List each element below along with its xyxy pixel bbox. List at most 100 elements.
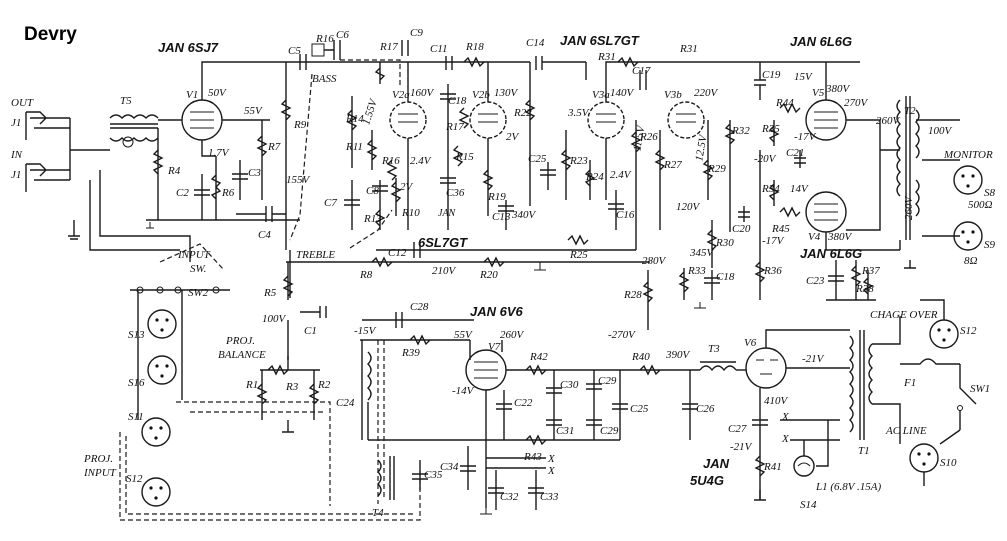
svg-text:C35: C35 bbox=[424, 469, 443, 481]
ac-line: AC LINE S10 bbox=[885, 425, 957, 473]
svg-text:V3b: V3b bbox=[664, 89, 682, 101]
svg-text:T2: T2 bbox=[904, 105, 916, 117]
svg-text:S16: S16 bbox=[128, 377, 145, 389]
svg-text:C24: C24 bbox=[336, 397, 355, 409]
title-v2: 6SL7GT bbox=[418, 235, 468, 250]
svg-text:2V: 2V bbox=[506, 131, 520, 143]
svg-text:120V: 120V bbox=[676, 201, 701, 213]
svg-text:C18: C18 bbox=[716, 271, 735, 283]
svg-text:R20: R20 bbox=[479, 269, 498, 281]
svg-text:BALANCE: BALANCE bbox=[218, 349, 266, 361]
svg-text:C36: C36 bbox=[446, 187, 465, 199]
svg-text:R15: R15 bbox=[455, 151, 474, 163]
svg-text:55V: 55V bbox=[454, 329, 473, 341]
svg-text:MONITOR: MONITOR bbox=[943, 149, 993, 161]
svg-text:C12: C12 bbox=[388, 247, 407, 259]
svg-text:V1: V1 bbox=[186, 89, 198, 101]
svg-text:R44: R44 bbox=[775, 97, 794, 109]
svg-text:R19: R19 bbox=[487, 191, 506, 203]
jack-in: IN J1 bbox=[10, 149, 70, 192]
svg-text:R37: R37 bbox=[861, 265, 880, 277]
svg-text:R16: R16 bbox=[381, 155, 400, 167]
svg-text:R11: R11 bbox=[345, 141, 363, 153]
tube-v3a: V3a 140V 3.5V 2.4V bbox=[567, 87, 635, 181]
switch-sw1: SW1 bbox=[957, 364, 990, 430]
svg-text:R36: R36 bbox=[763, 265, 782, 277]
svg-text:V2a: V2a bbox=[392, 89, 410, 101]
svg-text:R38: R38 bbox=[855, 283, 874, 295]
svg-text:R43: R43 bbox=[523, 451, 542, 463]
svg-text:SW1: SW1 bbox=[970, 383, 990, 395]
svg-text:TREBLE: TREBLE bbox=[296, 249, 335, 261]
svg-text:S8: S8 bbox=[984, 187, 996, 199]
svg-text:R24: R24 bbox=[585, 171, 604, 183]
svg-text:R28: R28 bbox=[623, 289, 642, 301]
svg-text:R40: R40 bbox=[631, 351, 650, 363]
svg-text:T1: T1 bbox=[858, 445, 870, 457]
tube-v2a: V2a 160V 2.4V bbox=[389, 87, 435, 167]
svg-text:R14: R14 bbox=[345, 113, 364, 125]
svg-text:15V: 15V bbox=[794, 71, 813, 83]
svg-text:BASS: BASS bbox=[312, 73, 337, 85]
svg-text:-270V: -270V bbox=[608, 329, 636, 341]
svg-text:R23: R23 bbox=[569, 155, 588, 167]
svg-text:V5: V5 bbox=[812, 87, 825, 99]
socket-s11: S11 bbox=[128, 411, 171, 447]
svg-text:R16: R16 bbox=[315, 33, 334, 45]
svg-text:INPUT: INPUT bbox=[177, 249, 211, 261]
brand-title: Devry bbox=[24, 24, 77, 45]
svg-text:260V: 260V bbox=[500, 329, 525, 341]
title-v45: JAN 6L6G bbox=[790, 34, 852, 49]
svg-text:J1: J1 bbox=[11, 169, 21, 181]
tube-v2b: V2b 130V 2V bbox=[469, 87, 520, 143]
svg-text:AC LINE: AC LINE bbox=[885, 425, 927, 437]
svg-text:C9: C9 bbox=[410, 27, 423, 39]
svg-text:S9: S9 bbox=[984, 239, 996, 251]
svg-text:C18: C18 bbox=[448, 95, 467, 107]
svg-text:R5: R5 bbox=[263, 287, 277, 299]
svg-text:S10: S10 bbox=[940, 457, 957, 469]
svg-text:1.55V: 1.55V bbox=[360, 97, 380, 127]
svg-text:C16: C16 bbox=[616, 209, 635, 221]
svg-text:C2: C2 bbox=[176, 187, 189, 199]
svg-text:T5: T5 bbox=[120, 95, 132, 107]
svg-text:14V: 14V bbox=[790, 183, 809, 195]
svg-text:C8: C8 bbox=[366, 185, 379, 197]
svg-text:R13: R13 bbox=[363, 213, 382, 225]
svg-text:130V: 130V bbox=[494, 87, 519, 99]
svg-text:C14: C14 bbox=[526, 37, 545, 49]
svg-text:X: X bbox=[547, 453, 556, 465]
svg-text:C13: C13 bbox=[492, 211, 511, 223]
svg-text:C25: C25 bbox=[528, 153, 547, 165]
svg-text:R42: R42 bbox=[529, 351, 548, 363]
svg-text:380V: 380V bbox=[827, 231, 853, 243]
svg-text:R29: R29 bbox=[707, 163, 726, 175]
svg-text:-17V: -17V bbox=[794, 131, 817, 143]
svg-text:R4: R4 bbox=[167, 165, 181, 177]
svg-text:INPUT: INPUT bbox=[83, 467, 117, 479]
svg-text:C21: C21 bbox=[786, 147, 804, 159]
title-v6b: 5U4G bbox=[690, 473, 724, 488]
svg-text:260V: 260V bbox=[876, 115, 901, 127]
svg-text:C17: C17 bbox=[632, 65, 651, 77]
tube-v1: V1 50V bbox=[181, 87, 227, 141]
svg-text:R9: R9 bbox=[293, 119, 307, 131]
svg-text:410V: 410V bbox=[764, 395, 789, 407]
svg-text:L1 (6.8V .15A): L1 (6.8V .15A) bbox=[815, 481, 882, 493]
pilot-lamp: L1 (6.8V .15A) S14 bbox=[793, 455, 882, 511]
svg-text:390V: 390V bbox=[665, 349, 691, 361]
svg-text:OUT: OUT bbox=[11, 97, 34, 109]
svg-text:IN: IN bbox=[10, 149, 23, 161]
svg-text:R27: R27 bbox=[663, 159, 682, 171]
svg-text:R35: R35 bbox=[761, 123, 780, 135]
svg-text:C1: C1 bbox=[304, 325, 317, 337]
svg-text:220V: 220V bbox=[694, 87, 719, 99]
svg-text:280V: 280V bbox=[642, 255, 667, 267]
svg-text:-21V: -21V bbox=[802, 353, 825, 365]
input-switch: INPUT SW. SW2 bbox=[136, 243, 225, 299]
svg-text:-15V: -15V bbox=[354, 325, 377, 337]
tube-v5: V5 15V 380V 270V bbox=[794, 71, 869, 141]
svg-text:C28: C28 bbox=[410, 301, 429, 313]
svg-text:-21V: -21V bbox=[730, 441, 753, 453]
svg-text:3.5V: 3.5V bbox=[567, 107, 590, 119]
